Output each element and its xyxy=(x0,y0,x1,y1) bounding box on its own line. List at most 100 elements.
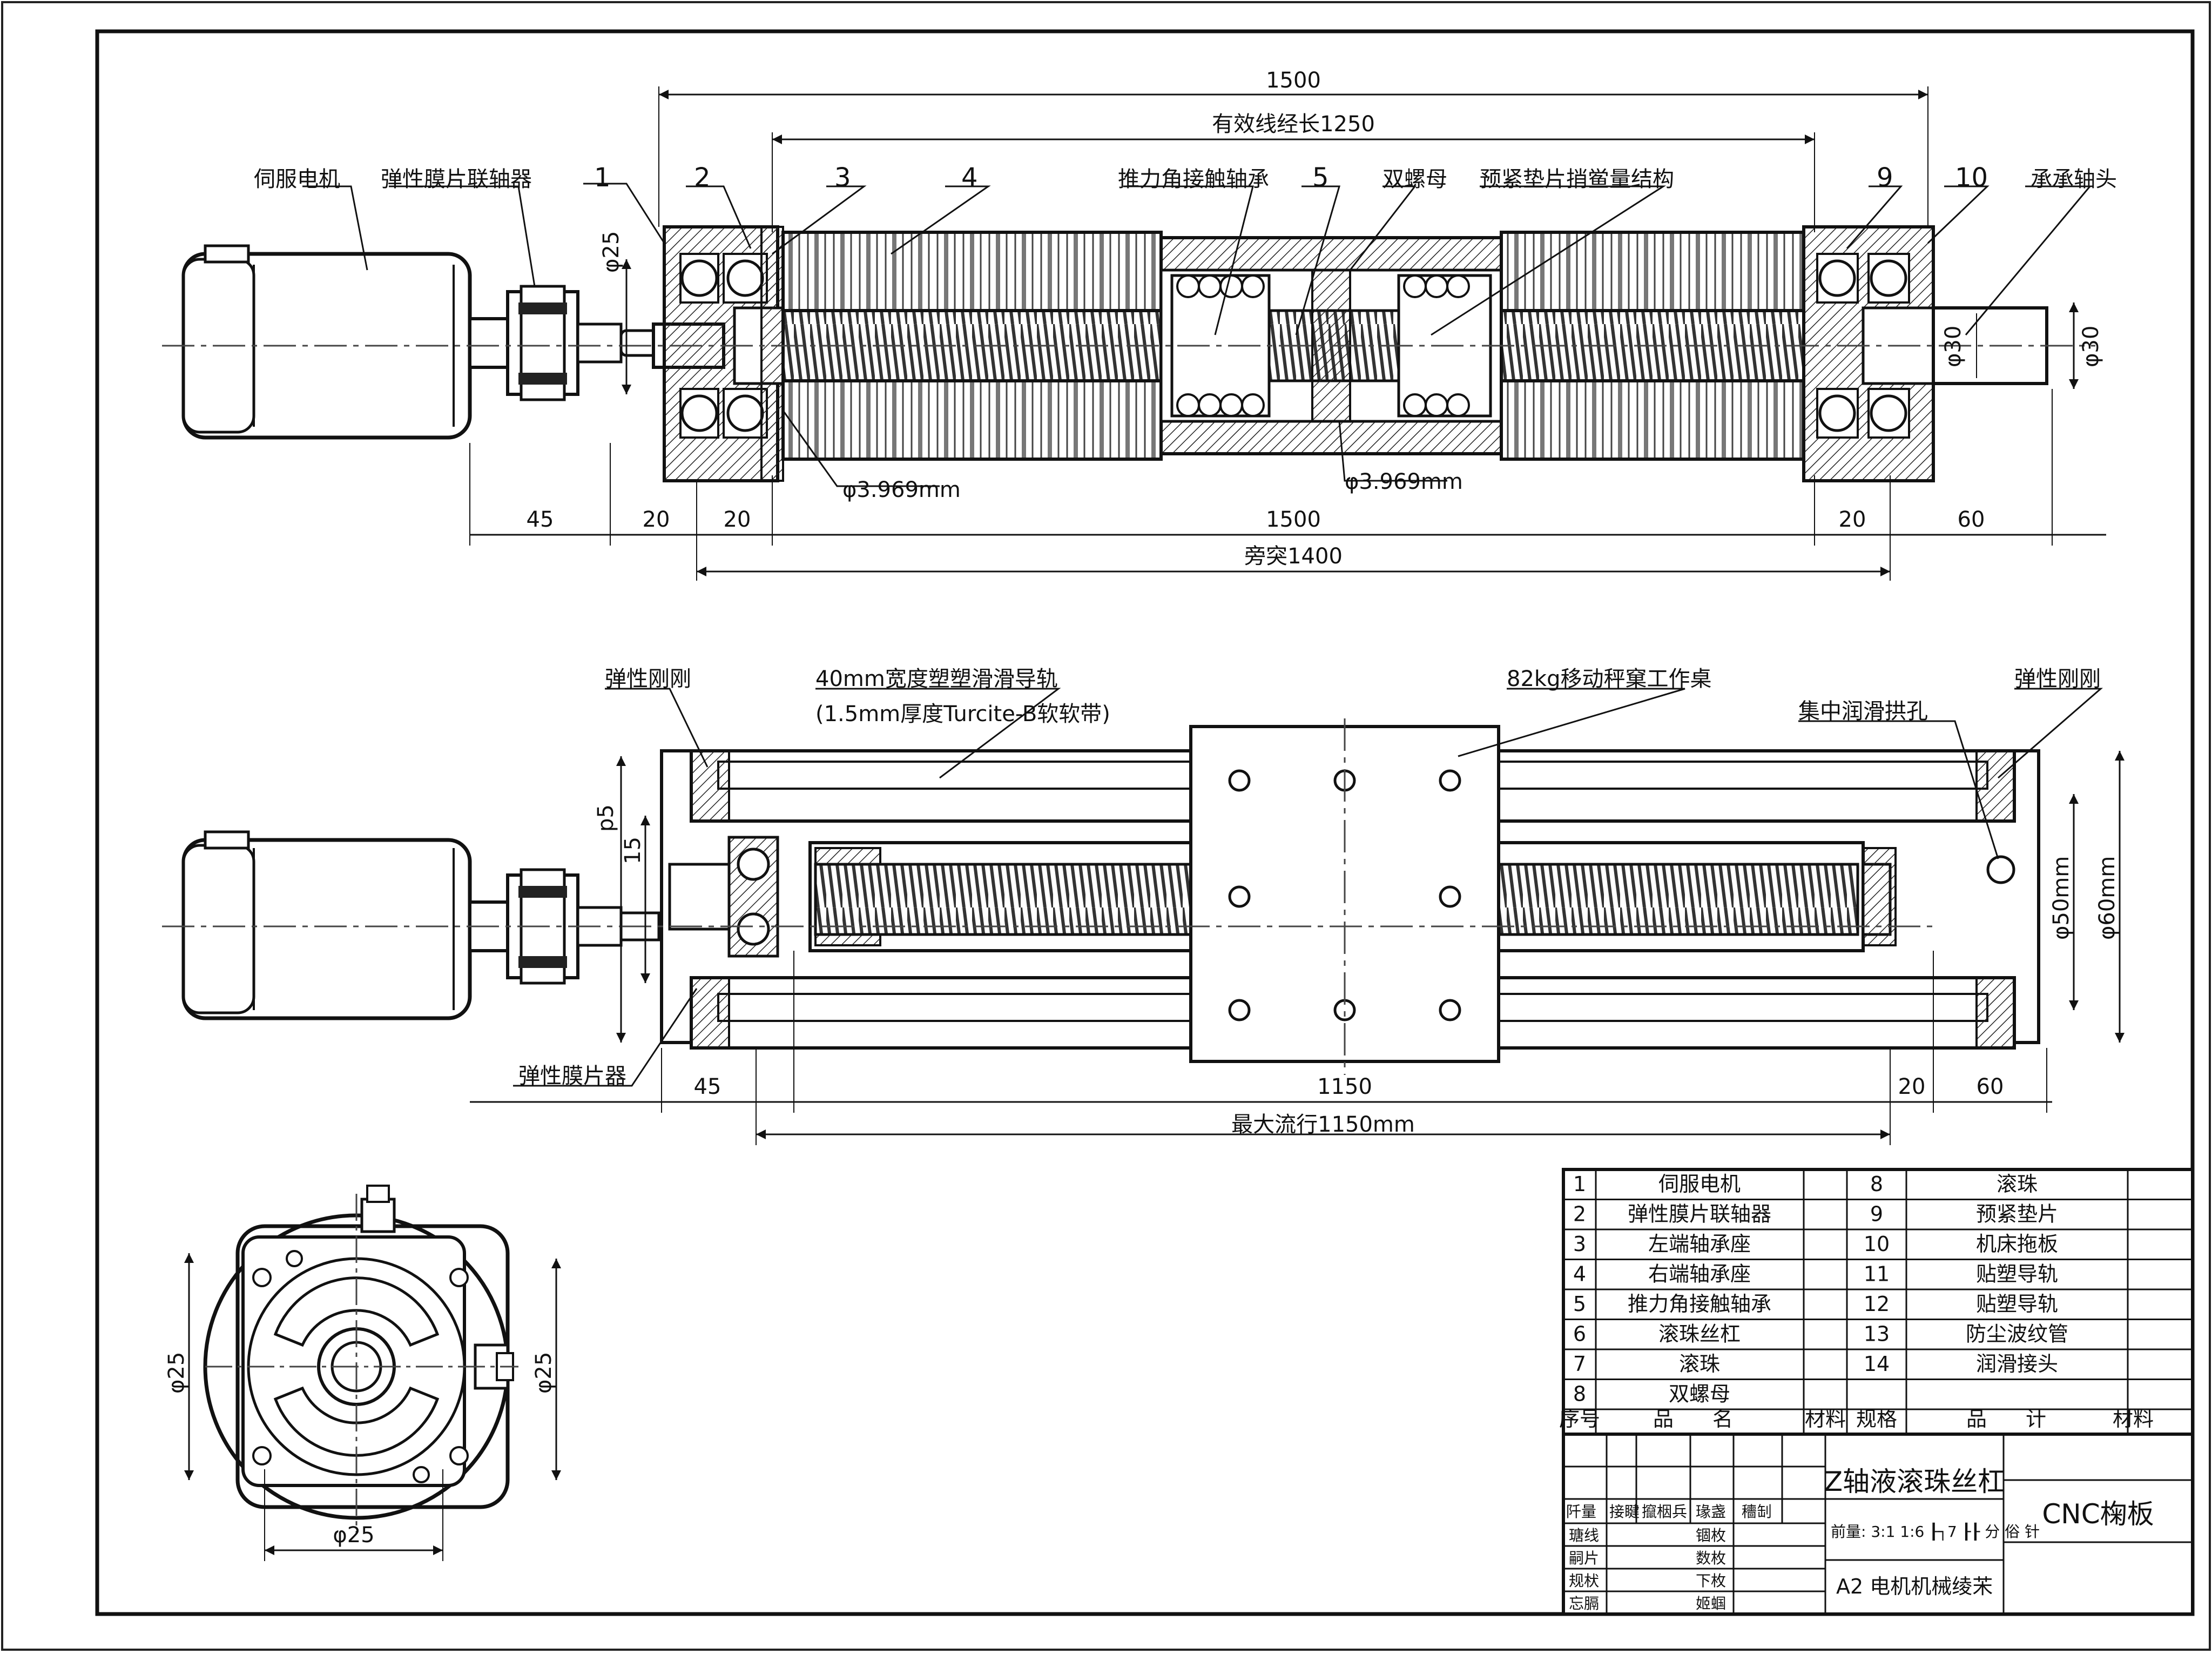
tb-right-3: 下枚 xyxy=(1696,1572,1726,1590)
servo-motor-plan xyxy=(181,830,509,1020)
parts-name-4: 右端轴承座 xyxy=(1648,1262,1751,1286)
tb-row-label-4: 瑑盏 xyxy=(1696,1503,1726,1521)
dim-20-plan: 20 xyxy=(1898,1074,1926,1099)
parts-no2-2: 9 xyxy=(1870,1202,1883,1226)
scale-row: 前量: 3:1 1:6 ┠┐7 ┠┠ 分 俗 针 xyxy=(1831,1522,2040,1541)
parts-name2-4: 贴塑导轨 xyxy=(1976,1262,2058,1286)
parts-header-material: 材料 xyxy=(1805,1407,1846,1431)
dia-30-outer: φ30 xyxy=(2079,326,2103,367)
parts-name-1: 伺服电机 xyxy=(1658,1172,1741,1196)
tb-row-label-1: 阡量 xyxy=(1566,1503,1596,1521)
parts-header-name-a: 品 xyxy=(1653,1407,1674,1431)
parts-header-ji: 计 xyxy=(2026,1407,2046,1431)
company-name: CNC椈板 xyxy=(2042,1498,2154,1530)
dim-20-a: 20 xyxy=(643,507,670,532)
parts-name2-6: 防尘波纹管 xyxy=(1966,1322,2068,1346)
callout-5: 5 xyxy=(1312,163,1329,193)
label-work-table: 82kg移动秤窠工作桌 xyxy=(1507,667,1711,691)
parts-no2-7: 14 xyxy=(1864,1352,1890,1376)
label-bearing-head: 承承轴头 xyxy=(2031,167,2117,192)
ball-dia-2: φ3.969mm xyxy=(1345,469,1463,494)
tb-left-1: 瑭线 xyxy=(1569,1527,1599,1544)
parts-no2-1: 8 xyxy=(1870,1172,1883,1196)
parts-header-name-b: 名 xyxy=(1712,1407,1733,1431)
dim-60: 60 xyxy=(1958,507,1985,532)
tb-row-label-5: 穯㓡 xyxy=(1742,1503,1772,1521)
dim-p5: p5 xyxy=(594,804,618,832)
lube-port xyxy=(1986,855,2015,884)
parts-header-no: 序号 xyxy=(1559,1407,1600,1431)
parts-name2-7: 润滑接头 xyxy=(1976,1352,2058,1376)
top-view-section: 1500 有效线经长1250 45 20 20 1500 20 60 旁突140… xyxy=(162,68,2117,581)
label-servo-motor: 伺服电机 xyxy=(254,167,340,192)
tb-row-label-3: 攛栶兵 xyxy=(1642,1503,1687,1521)
label-coupling-plan: 弹性膜片器 xyxy=(518,1064,626,1088)
parts-no-6: 6 xyxy=(1573,1322,1586,1346)
label-thrust-bearing: 推力角接触轴承 xyxy=(1118,167,1269,192)
parts-no-1: 1 xyxy=(1573,1172,1586,1196)
dim-total-length: 1500 xyxy=(1266,68,1321,93)
label-guide-sub: (1.5mm厚度Turcite-B软软带) xyxy=(815,702,1110,727)
dia-25-top: φ25 xyxy=(599,231,624,273)
parts-no-8: 8 xyxy=(1573,1382,1586,1406)
tb-right-4: 姬蝈 xyxy=(1696,1595,1726,1612)
parts-header-material2: 材料 xyxy=(2113,1407,2154,1431)
dim-1500-bottom: 1500 xyxy=(1266,507,1321,532)
parts-no2-3: 10 xyxy=(1864,1232,1890,1256)
label-plastic-guide: 40mm宽度塑塑滑滑导轨 xyxy=(815,667,1058,691)
callout-9: 9 xyxy=(1877,163,1893,193)
dim-20-c: 20 xyxy=(1839,507,1866,532)
callout-3: 3 xyxy=(834,163,851,193)
right-bearing-housing-top xyxy=(1802,225,1935,482)
drawing-frame xyxy=(95,29,2195,1616)
callout-4: 4 xyxy=(961,163,978,193)
dim-max-travel: 最大流行1150mm xyxy=(1231,1112,1415,1137)
parts-no2-6: 13 xyxy=(1864,1322,1890,1346)
dim-15: 15 xyxy=(621,837,645,864)
parts-name-2: 弹性膜片联轴器 xyxy=(1628,1202,1771,1226)
end-dia-right: φ25 xyxy=(531,1352,556,1394)
parts-no-2: 2 xyxy=(1573,1202,1586,1226)
parts-name2-2: 预紧垫片 xyxy=(1976,1202,2058,1226)
tb-left-2: 嗣片 xyxy=(1569,1549,1599,1567)
parts-no-5: 5 xyxy=(1573,1292,1586,1316)
end-view-section: φ25 φ25 φ25 xyxy=(164,1185,561,1561)
parts-name2-1: 滚珠 xyxy=(1997,1172,2038,1196)
parts-name-5: 推力角接触轴承 xyxy=(1628,1292,1771,1316)
dim-45: 45 xyxy=(527,507,554,532)
drawing-title: Z轴液滚珠丝杠 xyxy=(1824,1466,2005,1497)
label-elastic-left: 弹性刚刚 xyxy=(605,667,691,691)
tb-right-1: 锢枚 xyxy=(1696,1527,1726,1544)
callout-1: 1 xyxy=(594,163,611,193)
callout-2: 2 xyxy=(694,163,711,193)
dim-20-b: 20 xyxy=(724,507,751,532)
parts-no-7: 7 xyxy=(1573,1352,1586,1376)
plan-view-section: 弹性刚刚 40mm宽度塑塑滑滑导轨 (1.5mm厚度Turcite-B软软带) … xyxy=(162,667,2125,1145)
label-preload-structure: 预紧垫片捎鲎量结构 xyxy=(1480,167,1674,192)
tb-row-label-2: 接睷 xyxy=(1609,1503,1640,1521)
tb-left-4: 忘膈 xyxy=(1569,1595,1599,1612)
parts-header-pin: 品 xyxy=(1966,1407,1987,1431)
dia-50: φ50mm xyxy=(2049,856,2074,940)
parts-no-3: 3 xyxy=(1573,1232,1586,1256)
parts-name-6: 滚珠丝杠 xyxy=(1658,1322,1741,1346)
parts-name-3: 左端轴承座 xyxy=(1648,1232,1751,1256)
parts-no2-5: 12 xyxy=(1864,1292,1890,1316)
parts-no2-4: 11 xyxy=(1864,1262,1890,1286)
callout-10: 10 xyxy=(1955,163,1988,193)
dim-1150: 1150 xyxy=(1317,1074,1372,1099)
tb-left-3: 规枤 xyxy=(1569,1572,1599,1590)
dim-45-plan: 45 xyxy=(694,1074,721,1099)
dim-effective-length: 有效线经长1250 xyxy=(1212,112,1375,137)
coupling-top xyxy=(506,285,660,401)
left-bearing-housing-top xyxy=(663,225,785,482)
end-dia-bottom: φ25 xyxy=(333,1523,374,1548)
label-coupling: 弹性膜片联轴器 xyxy=(381,167,532,192)
parts-header-spec: 规格 xyxy=(1856,1407,1897,1431)
end-dia-left: φ25 xyxy=(164,1352,189,1394)
parts-name-7: 滚珠 xyxy=(1679,1352,1720,1376)
